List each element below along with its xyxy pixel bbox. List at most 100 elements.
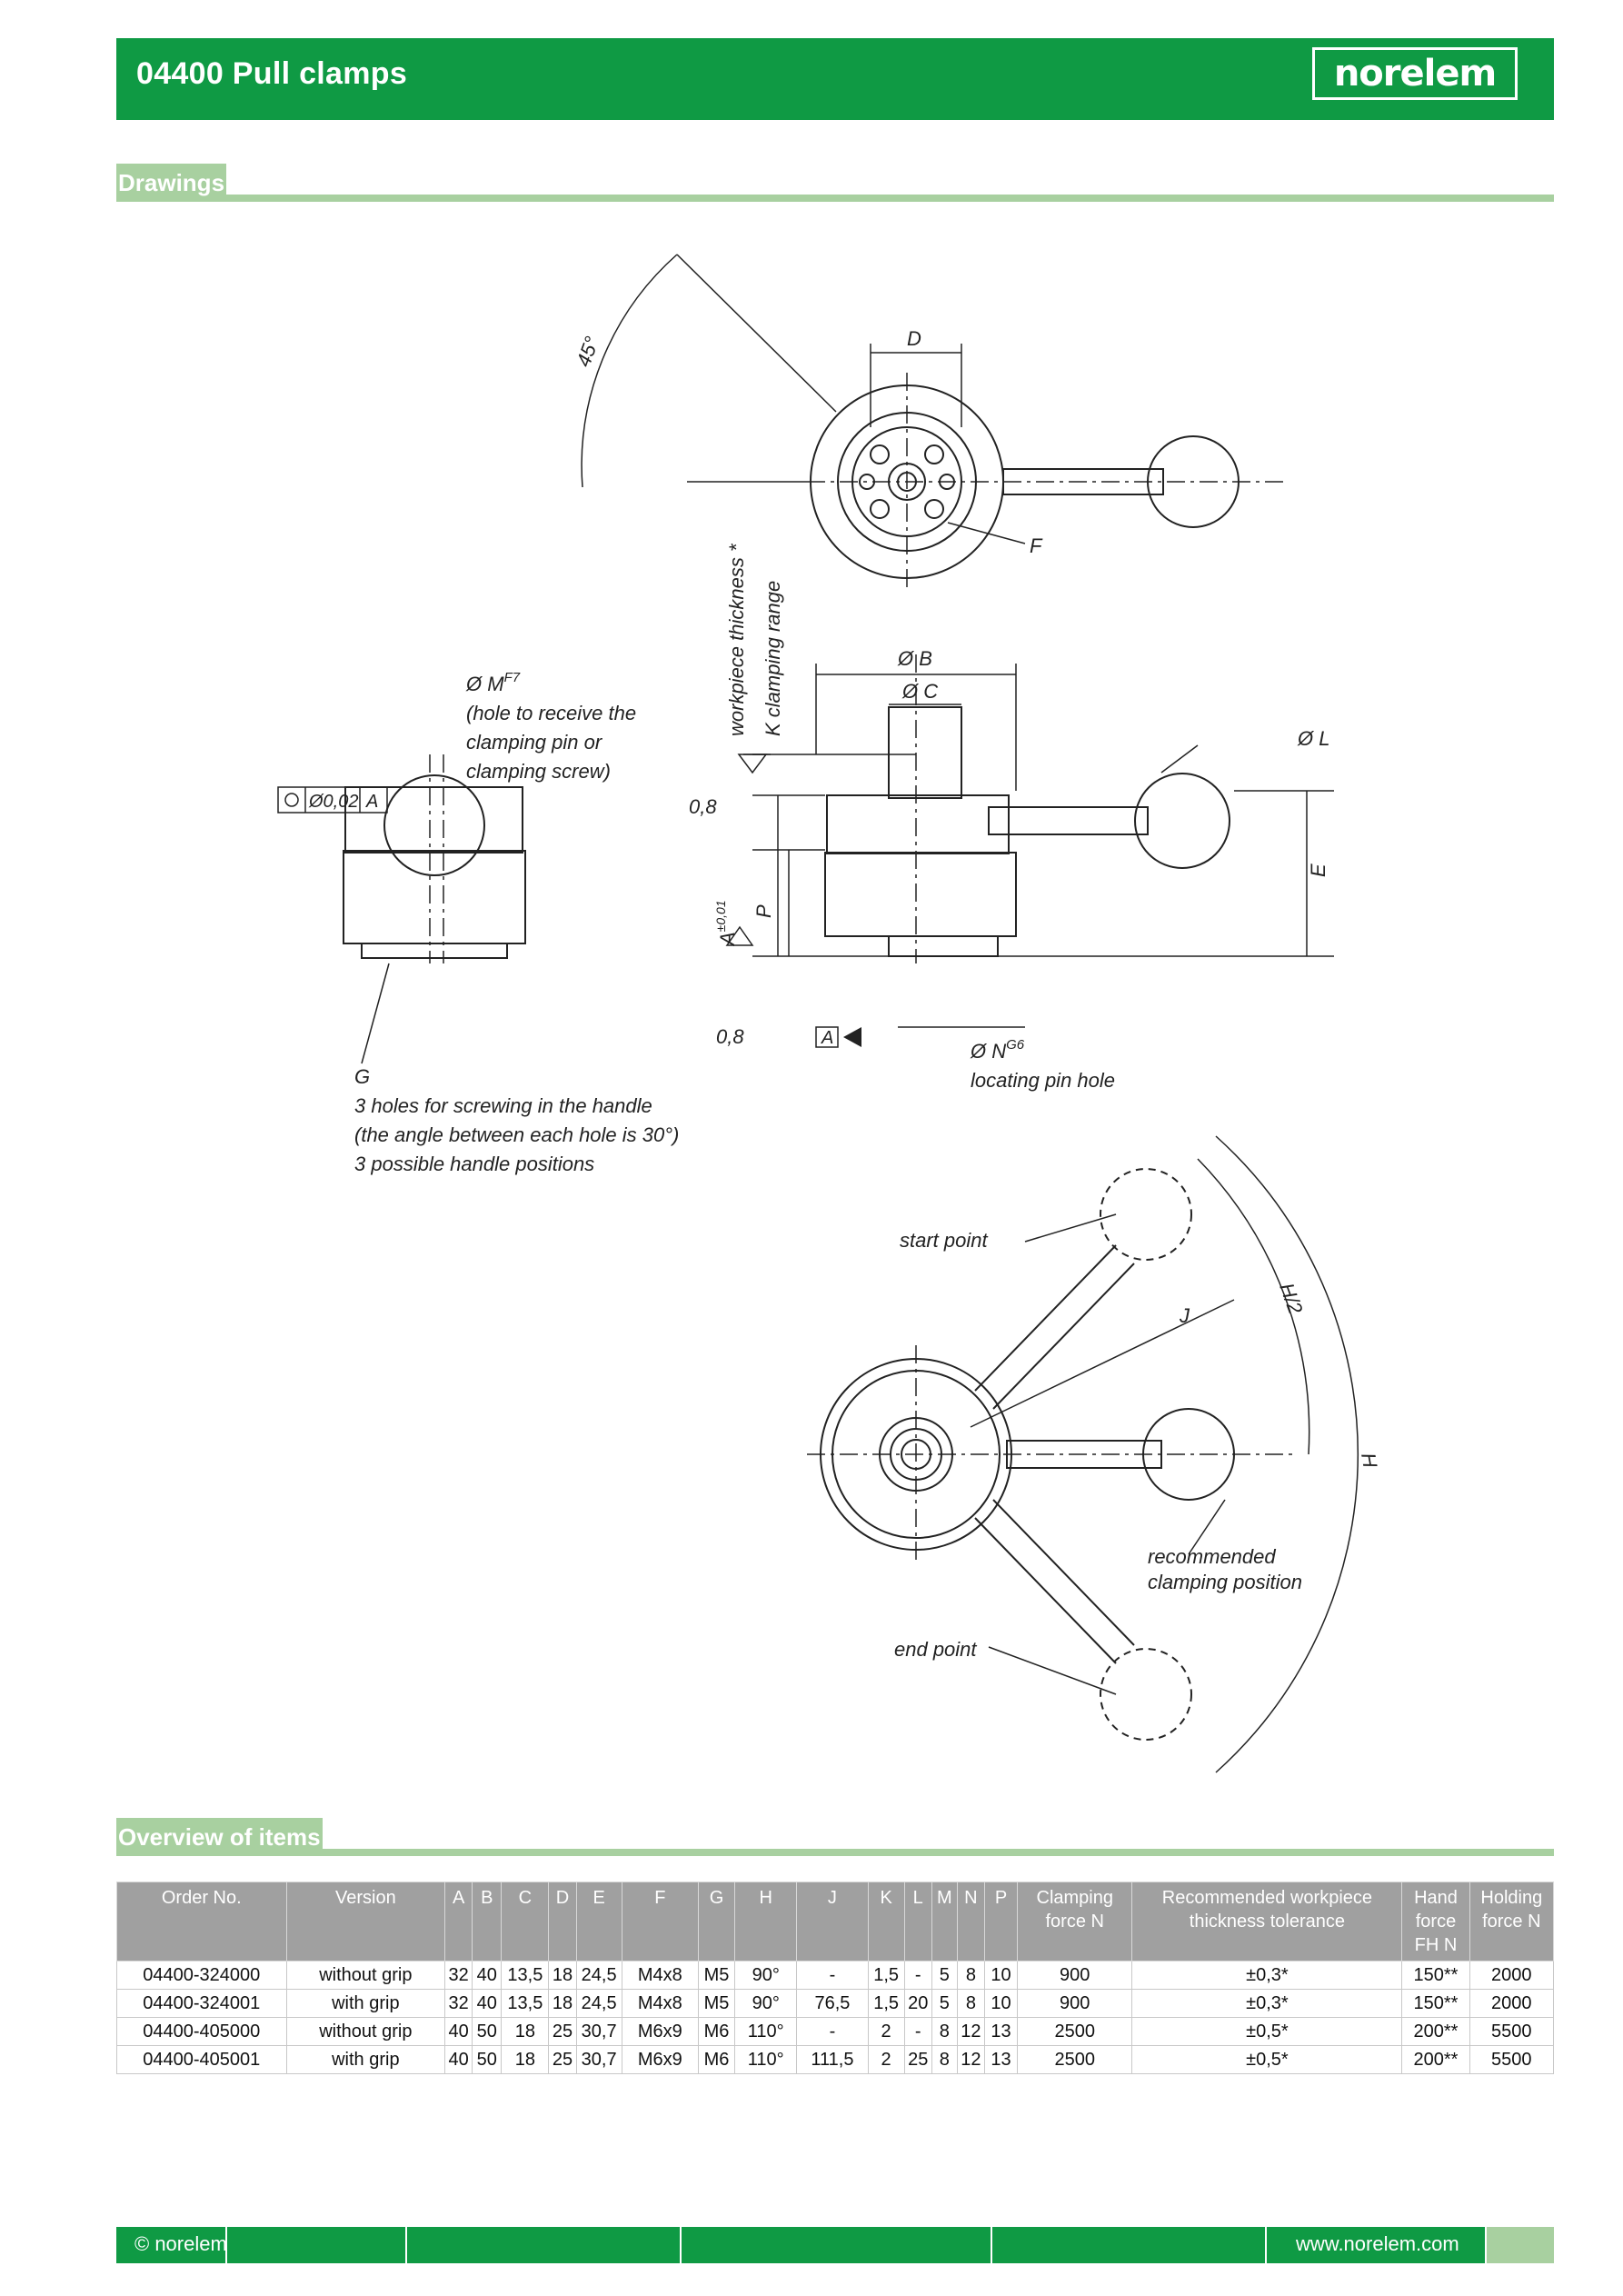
table-cell: without grip xyxy=(285,1961,446,1990)
recommended-label-2: clamping position xyxy=(1148,1571,1302,1593)
table-cell: with grip xyxy=(285,1989,446,2018)
angle-label: 45° xyxy=(572,334,603,370)
table-cell: ±0,5* xyxy=(1131,2045,1403,2074)
a-label: A±0,01 xyxy=(713,900,739,947)
table-cell: - xyxy=(903,2017,932,2046)
table-cell: 04400-405001 xyxy=(116,2045,287,2074)
drawings-heading: Drawings xyxy=(116,164,227,202)
table-cell: 2 xyxy=(867,2045,905,2074)
table-cell: 8 xyxy=(931,2045,958,2074)
footer-segment xyxy=(227,2227,405,2263)
top-view xyxy=(581,254,1289,591)
col-header: H xyxy=(734,1882,798,1962)
table-cell: ±0,3* xyxy=(1131,1989,1403,2018)
table-cell: 10 xyxy=(983,1989,1019,2018)
n-label-text: Ø N xyxy=(970,1040,1006,1063)
table-cell: 5500 xyxy=(1469,2045,1555,2074)
table-cell: with grip xyxy=(285,2045,446,2074)
table-cell: 5500 xyxy=(1469,2017,1555,2046)
c-label: Ø C xyxy=(901,680,938,703)
table-cell: M4x8 xyxy=(621,1961,699,1990)
technical-drawing: 45° D F Ø0,02 A Ø MF7 (hole to receive t… xyxy=(116,209,1554,1809)
table-cell: 8 xyxy=(931,2017,958,2046)
table-cell: 2000 xyxy=(1469,1961,1555,1990)
page-footer: © norelem www.norelem.com xyxy=(116,2227,1554,2263)
recommended-label-1: recommended xyxy=(1148,1545,1276,1568)
a-label-sup: ±0,01 xyxy=(713,900,728,932)
table-cell: M4x8 xyxy=(621,1989,699,2018)
tolerance-frame xyxy=(277,786,388,814)
col-header: K xyxy=(867,1882,905,1962)
table-cell: 2500 xyxy=(1017,2017,1133,2046)
col-header: F xyxy=(621,1882,699,1962)
krange-label: K clamping range xyxy=(762,581,784,736)
col-header: Version xyxy=(285,1882,446,1962)
table-cell: M5 xyxy=(697,1961,736,1990)
table-header-row: Order No. Version A B C D E F G H J K L … xyxy=(116,1882,1555,1962)
table-cell: 1,5 xyxy=(867,1989,905,2018)
table-cell: 18 xyxy=(548,1989,577,2018)
g-desc-2: (the angle between each hole is 30°) xyxy=(354,1123,679,1146)
table-cell: 1,5 xyxy=(867,1961,905,1990)
m-desc-1: (hole to receive the xyxy=(466,702,636,724)
l-label: Ø L xyxy=(1297,727,1329,750)
table-cell: 40 xyxy=(444,2017,473,2046)
col-header: Holding force N xyxy=(1469,1882,1555,1962)
footer-segment xyxy=(116,2227,225,2263)
table-cell: - xyxy=(796,2017,869,2046)
table-cell: 25 xyxy=(548,2017,577,2046)
table-cell: 12 xyxy=(956,2017,985,2046)
table-cell: 76,5 xyxy=(796,1989,869,2018)
drawings-section-header: Drawings xyxy=(116,164,1554,202)
col-header: B xyxy=(472,1882,503,1962)
table-cell: 90° xyxy=(734,1961,798,1990)
n-desc: locating pin hole xyxy=(971,1069,1115,1092)
table-cell: 13 xyxy=(983,2017,1019,2046)
tolerance-datum: A xyxy=(365,792,378,812)
d-label: D xyxy=(907,327,921,350)
table-cell: 5 xyxy=(931,1961,958,1990)
n-label-sup: G6 xyxy=(1006,1037,1025,1053)
rough-2-label: 0,8 xyxy=(716,1025,744,1048)
page-header: 04400 Pull clamps norelem xyxy=(116,38,1554,120)
m-label-text: Ø M xyxy=(465,673,504,695)
e-label: E xyxy=(1307,863,1329,877)
table-cell: 30,7 xyxy=(575,2045,622,2074)
table-cell: without grip xyxy=(285,2017,446,2046)
rotation-view xyxy=(807,1135,1359,1773)
table-cell: 25 xyxy=(548,2045,577,2074)
col-header: C xyxy=(501,1882,550,1962)
table-cell: - xyxy=(796,1961,869,1990)
table-cell: 2 xyxy=(867,2017,905,2046)
table-cell: 04400-324000 xyxy=(116,1961,287,1990)
table-cell: 18 xyxy=(548,1961,577,1990)
n-label: Ø NG6 xyxy=(970,1037,1025,1063)
g-label: G xyxy=(354,1065,370,1088)
m-desc-2: clamping pin or xyxy=(466,731,603,754)
table-cell: ±0,5* xyxy=(1131,2017,1403,2046)
table-cell: M6x9 xyxy=(621,2017,699,2046)
table-cell: 8 xyxy=(956,1961,985,1990)
table-cell: 2000 xyxy=(1469,1989,1555,2018)
table-cell: 50 xyxy=(472,2045,503,2074)
footer-website-link[interactable]: www.norelem.com xyxy=(1296,2232,1459,2255)
col-header: J xyxy=(796,1882,869,1962)
table-cell: 40 xyxy=(472,1961,503,1990)
col-header: M xyxy=(931,1882,958,1962)
table-cell: 20 xyxy=(903,1989,932,2018)
end-point-label: end point xyxy=(894,1638,977,1661)
table-cell: 13,5 xyxy=(501,1961,550,1990)
g-desc-1: 3 holes for screwing in the handle xyxy=(354,1094,652,1117)
table-cell: 24,5 xyxy=(575,1989,622,2018)
tolerance-value: Ø0,02 xyxy=(308,792,358,812)
col-header: Hand force FH N xyxy=(1401,1882,1470,1962)
m-label: Ø MF7 xyxy=(465,670,521,695)
table-cell: 32 xyxy=(444,1961,473,1990)
col-header: P xyxy=(983,1882,1019,1962)
g-desc-3: 3 possible handle positions xyxy=(354,1153,594,1175)
table-cell: 150** xyxy=(1401,1989,1470,2018)
table-cell: 40 xyxy=(472,1989,503,2018)
